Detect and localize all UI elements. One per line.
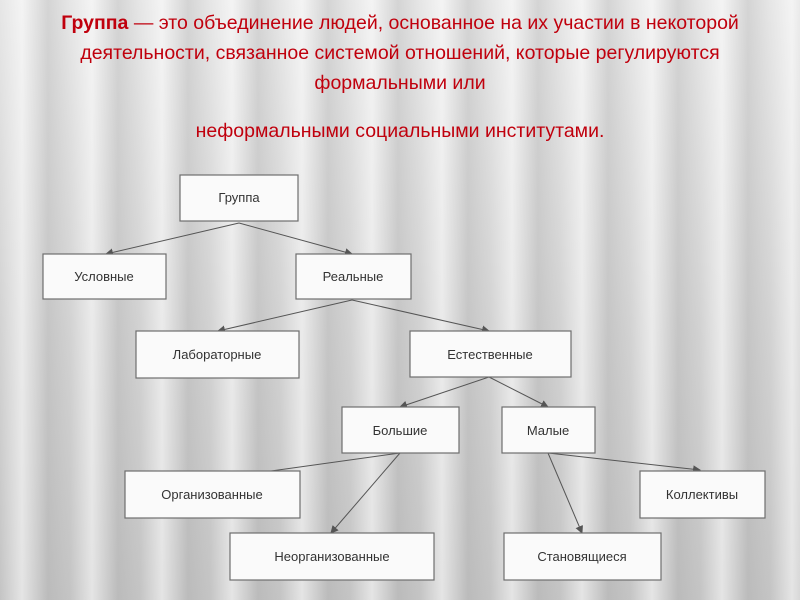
node-forming-label: Становящиеся	[537, 549, 626, 564]
edge-real-natural	[351, 299, 490, 334]
node-conditional-label: Условные	[74, 269, 134, 284]
node-natural-label: Естественные	[447, 347, 532, 362]
node-unorganized: Неорганизованные	[229, 532, 435, 581]
node-large-label: Большие	[373, 423, 428, 438]
node-laboratory-label: Лабораторные	[173, 347, 262, 362]
node-unorganized-label: Неорганизованные	[274, 549, 389, 564]
definition-text: Группа — это объединение людей, основанн…	[30, 8, 770, 146]
node-organized-label: Организованные	[161, 487, 262, 502]
node-conditional: Условные	[42, 253, 167, 300]
definition-last-line: неформальными социальными институтами.	[195, 120, 605, 142]
edge-large-unorganized	[330, 452, 401, 534]
edge-natural-small	[488, 376, 549, 408]
edge-small-collectives	[547, 452, 701, 474]
node-small-label: Малые	[527, 423, 569, 438]
node-small: Малые	[501, 406, 596, 454]
edge-root-conditional	[105, 222, 240, 257]
node-real-label: Реальные	[323, 269, 384, 284]
edge-small-forming	[547, 452, 583, 534]
definition-body: — это объединение людей, основанное на и…	[80, 12, 739, 94]
node-laboratory: Лабораторные	[135, 330, 300, 379]
node-group-label: Группа	[218, 190, 260, 205]
edge-root-real	[238, 222, 353, 257]
node-real: Реальные	[295, 253, 412, 300]
node-large: Большие	[341, 406, 460, 454]
node-group: Группа	[179, 174, 299, 222]
edge-natural-large	[399, 376, 490, 409]
definition-term: Группа	[61, 12, 129, 34]
node-collectives: Коллективы	[639, 470, 766, 519]
edge-real-laboratory	[217, 299, 353, 334]
node-organized: Организованные	[124, 470, 301, 519]
node-natural: Естественные	[409, 330, 572, 378]
node-collectives-label: Коллективы	[666, 487, 738, 502]
node-forming: Становящиеся	[503, 532, 662, 581]
